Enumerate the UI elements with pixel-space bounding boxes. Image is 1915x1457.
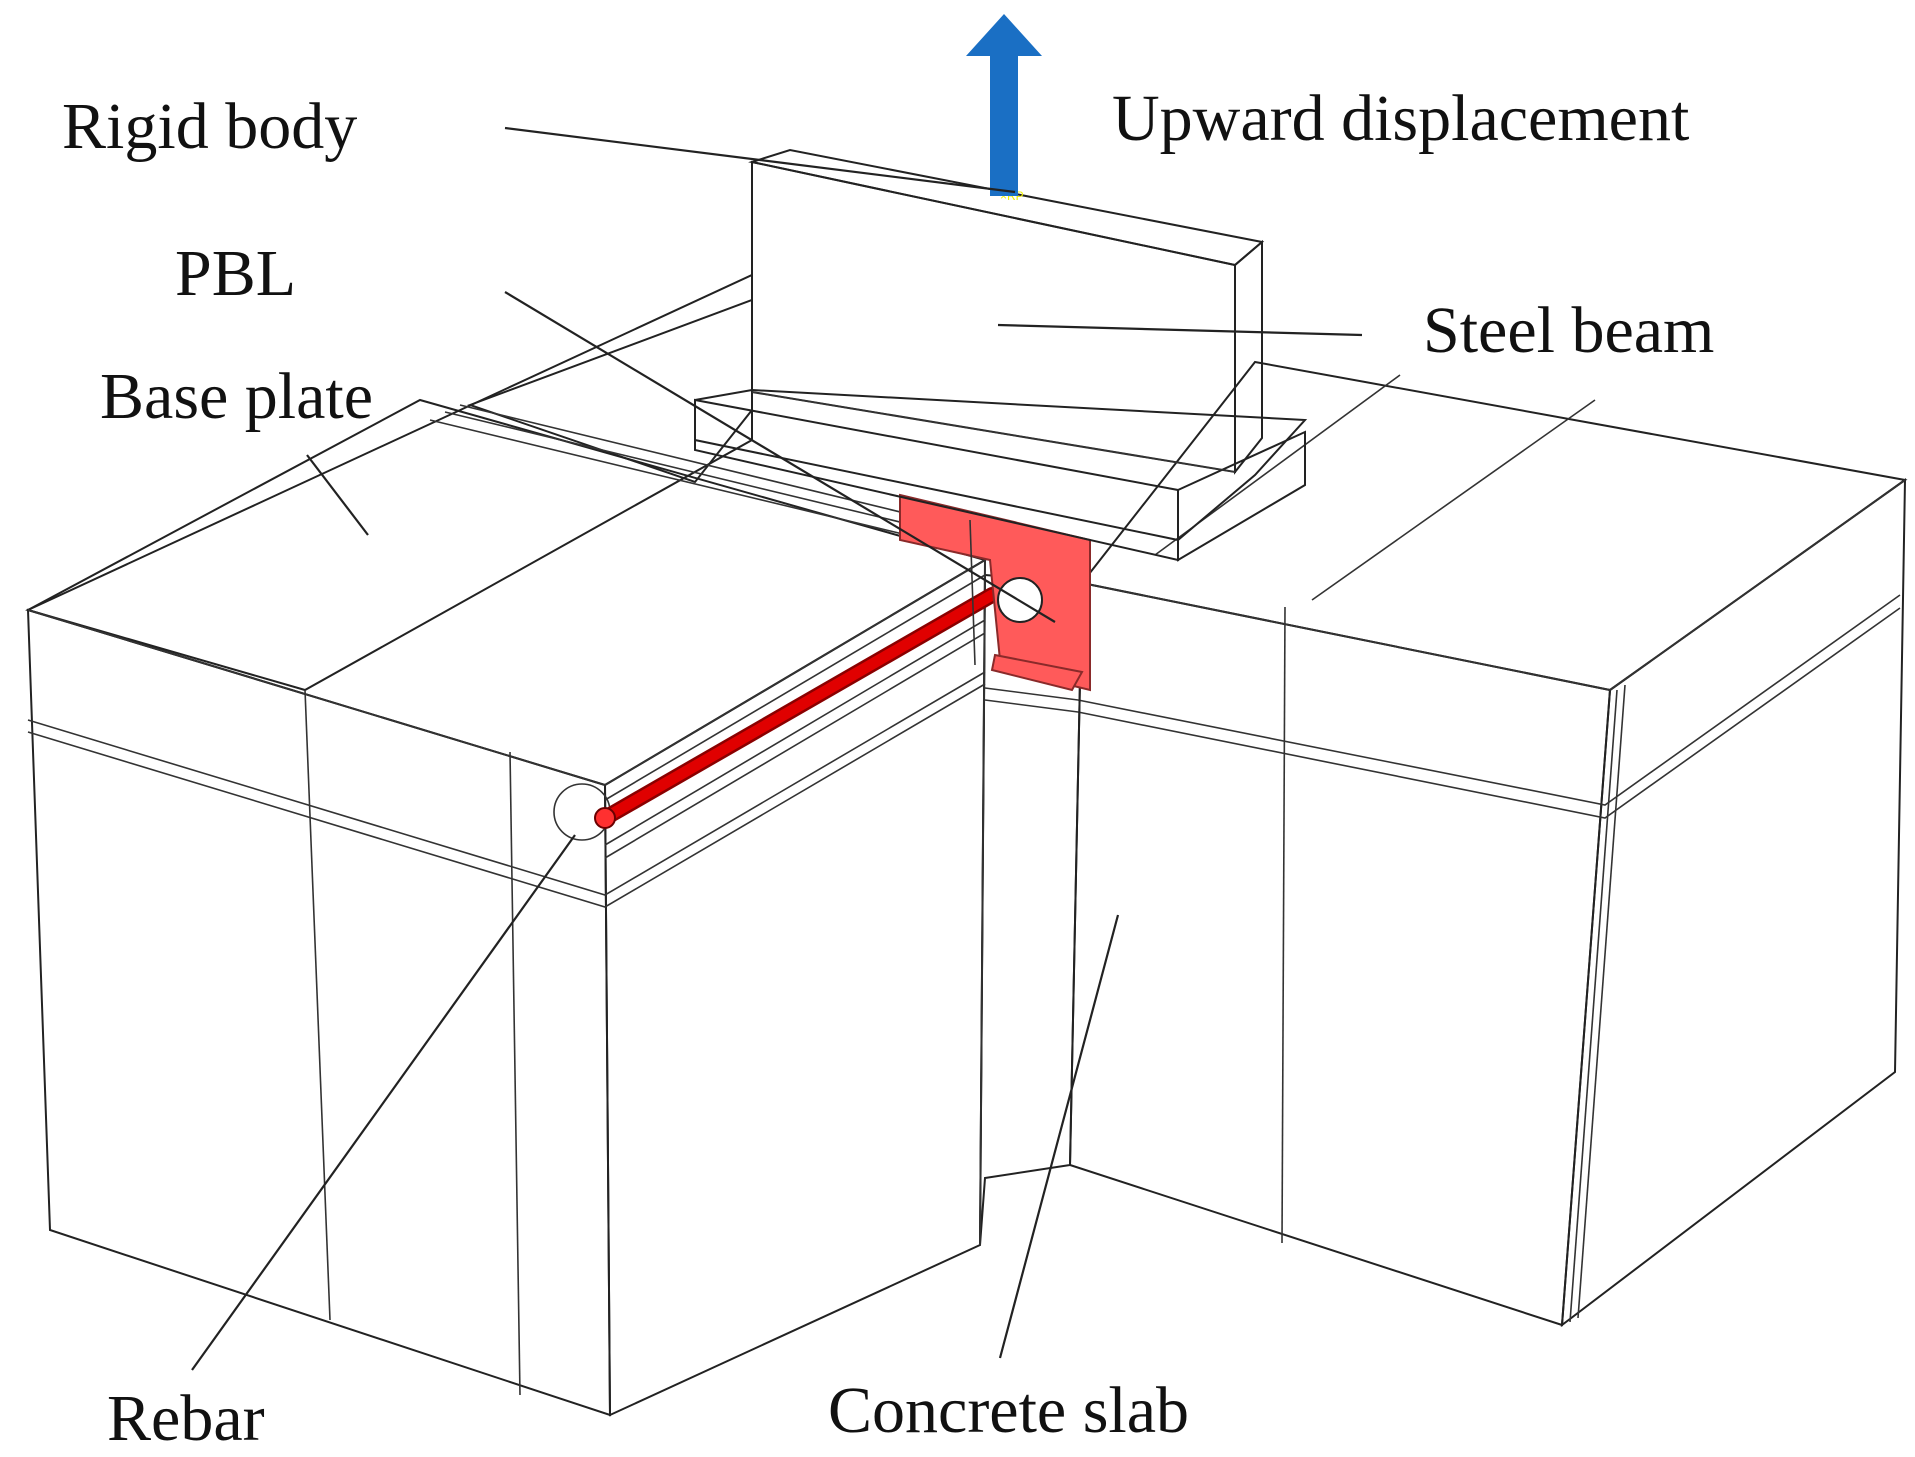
label-base-plate: Base plate [100, 360, 373, 433]
concrete-right-top-face [1080, 360, 1908, 692]
pbl [899, 493, 1091, 692]
concrete-right-front-face [1068, 581, 1612, 1327]
rebar [594, 587, 1000, 829]
leader-steel-beam [997, 323, 1363, 337]
leader-concrete-slab [998, 914, 1120, 1359]
upward-displacement-arrow [966, 14, 1042, 196]
rebar-end [594, 807, 616, 829]
concrete-slab-right-block [1068, 360, 1908, 1328]
label-steel-beam: Steel beam [1423, 294, 1714, 367]
leader-pbl [504, 291, 1056, 623]
concrete-left-top-face [25, 398, 988, 787]
label-concrete-slab: Concrete slab [828, 1374, 1189, 1447]
steel-beam: ×RP [694, 148, 1308, 562]
label-rebar: Rebar [107, 1382, 265, 1455]
leader-lines [191, 126, 1363, 1371]
leader-rebar [191, 834, 576, 1371]
steel-beam-web-side [1234, 239, 1263, 475]
label-pbl: PBL [175, 237, 296, 310]
steel-beam-web [751, 160, 1236, 474]
concrete-left-front-face [26, 608, 612, 1417]
base-plate [25, 273, 753, 692]
steel-beam-flange-side [1177, 430, 1306, 562]
leader-base-plate [306, 454, 369, 536]
label-upward-displacement: Upward displacement [1112, 82, 1689, 155]
steel-beam-flange-top [694, 388, 1308, 542]
concrete-slab-left-block [25, 273, 996, 1417]
leader-rigid-body [504, 126, 1016, 194]
pbl-foot [990, 653, 1084, 692]
concrete-right-side-face [1560, 478, 1907, 1328]
label-rigid-body: Rigid body [62, 90, 357, 163]
